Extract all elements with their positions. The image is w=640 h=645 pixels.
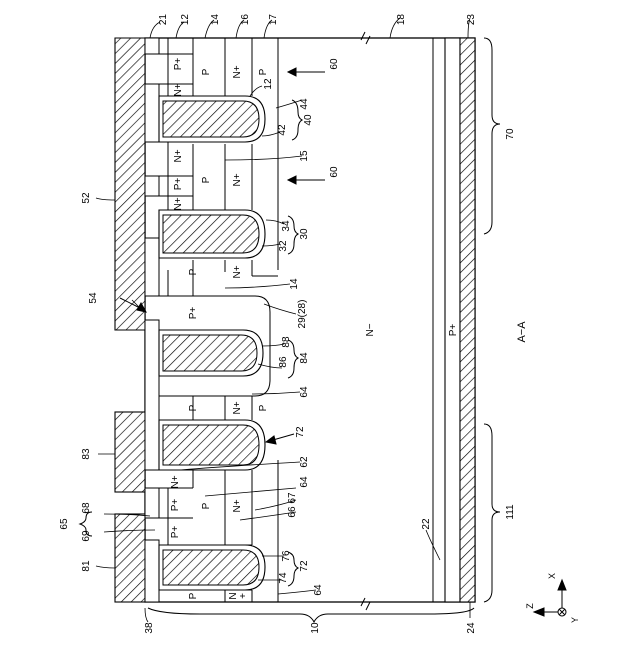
ref-14-b: 14 (289, 278, 300, 290)
trench-gate-40 (159, 96, 265, 142)
label-p-plus-5: P+ (170, 526, 181, 539)
label-plus-lower: + (238, 593, 249, 599)
ref-15: 15 (299, 150, 310, 162)
trench-gate-84 (159, 330, 263, 376)
ref-70: 70 (505, 128, 516, 140)
label-n-plus-4: N+ (173, 197, 184, 210)
label-n-plus-6: N+ (232, 265, 243, 278)
ref-21: 21 (158, 14, 169, 26)
ref-12-b: 12 (263, 78, 274, 90)
ref-10: 10 (310, 622, 321, 634)
label-p-4: P (188, 268, 199, 275)
ref-40: 40 (303, 114, 314, 126)
trench-gate-72-lower (159, 545, 265, 590)
label-n-plus-5: N+ (232, 173, 243, 186)
label-p-plus-bottom: P+ (448, 324, 459, 337)
ref-67: 67 (287, 492, 298, 504)
ref-54: 54 (88, 292, 99, 304)
label-p-2: P (258, 68, 269, 75)
axis-y-label: Y (570, 617, 580, 623)
ref-74: 74 (278, 572, 289, 584)
ref-62: 62 (299, 456, 310, 468)
ref-44: 44 (299, 98, 310, 110)
ref-83: 83 (81, 448, 92, 460)
emitter-electrode-52 (115, 38, 145, 330)
ref-64-b: 64 (299, 476, 310, 488)
label-p-3: P (201, 176, 212, 183)
label-n-minus: N− (365, 323, 376, 336)
ref-23: 23 (466, 14, 477, 26)
label-p-1: P (201, 68, 212, 75)
ref-76: 76 (281, 550, 292, 562)
ref-65: 65 (59, 518, 70, 530)
ref-111: 111 (505, 504, 516, 520)
ref-64-c: 64 (313, 584, 324, 596)
ref-60-a: 60 (329, 58, 340, 70)
ref-52: 52 (81, 192, 92, 204)
ref-22: 22 (421, 518, 432, 530)
label-p-plus-4: P+ (170, 499, 181, 512)
label-p-8: P (188, 592, 199, 599)
ref-17: 17 (268, 14, 279, 26)
axis-labels: X Z Y (525, 573, 580, 623)
trench-gate-72-upper (159, 420, 265, 470)
trench-gate-30 (159, 210, 265, 258)
ref-84: 84 (299, 352, 310, 364)
label-p-7: P (201, 502, 212, 509)
ref-60-b: 60 (329, 166, 340, 178)
label-p-6: P (258, 404, 269, 411)
ref-34: 34 (281, 220, 292, 232)
ref-24: 24 (466, 622, 477, 634)
electrode-83 (115, 412, 145, 492)
ref-86: 86 (278, 356, 289, 368)
label-p-plus-3: P+ (188, 307, 199, 320)
axis-z-label: Z (525, 603, 535, 609)
back-electrode (460, 38, 475, 602)
ref-88: 88 (281, 336, 292, 348)
ref-14-top: 14 (210, 14, 221, 26)
ref-12-top: 12 (180, 14, 191, 26)
label-n-plus-7: N+ (232, 401, 243, 414)
ref-18: 18 (396, 14, 407, 26)
label-p-5: P (188, 404, 199, 411)
axis-indicator (534, 580, 566, 616)
ref-69: 69 (81, 530, 92, 542)
ref-42: 42 (277, 124, 288, 136)
electrode-81 (115, 514, 145, 602)
ref-81: 81 (81, 560, 92, 572)
surface-insulators (145, 38, 159, 602)
ref-29-28: 29(28) (297, 300, 308, 329)
label-n-plus-8: N+ (170, 475, 181, 488)
label-n-plus-2: N+ (232, 65, 243, 78)
label-n-plus-3: N+ (173, 149, 184, 162)
label-n-plus-9: N+ (232, 499, 243, 512)
section-label: A−A (516, 321, 528, 343)
label-p-plus-1: P+ (173, 58, 184, 71)
ref-30: 30 (299, 228, 310, 240)
label-n-plus-top: N+ (173, 83, 184, 96)
label-p-plus-2: P+ (173, 178, 184, 191)
ref-68: 68 (81, 502, 92, 514)
ref-16: 16 (240, 14, 251, 26)
ref-38: 38 (144, 622, 155, 634)
ref-64-a: 64 (299, 386, 310, 398)
ref-32: 32 (278, 240, 289, 252)
p-plus-collector-layer (445, 38, 460, 602)
ref-72-a: 72 (295, 426, 306, 438)
axis-x-label: X (547, 573, 557, 579)
ref-72-b: 72 (299, 560, 310, 572)
ref-66: 66 (287, 506, 298, 518)
